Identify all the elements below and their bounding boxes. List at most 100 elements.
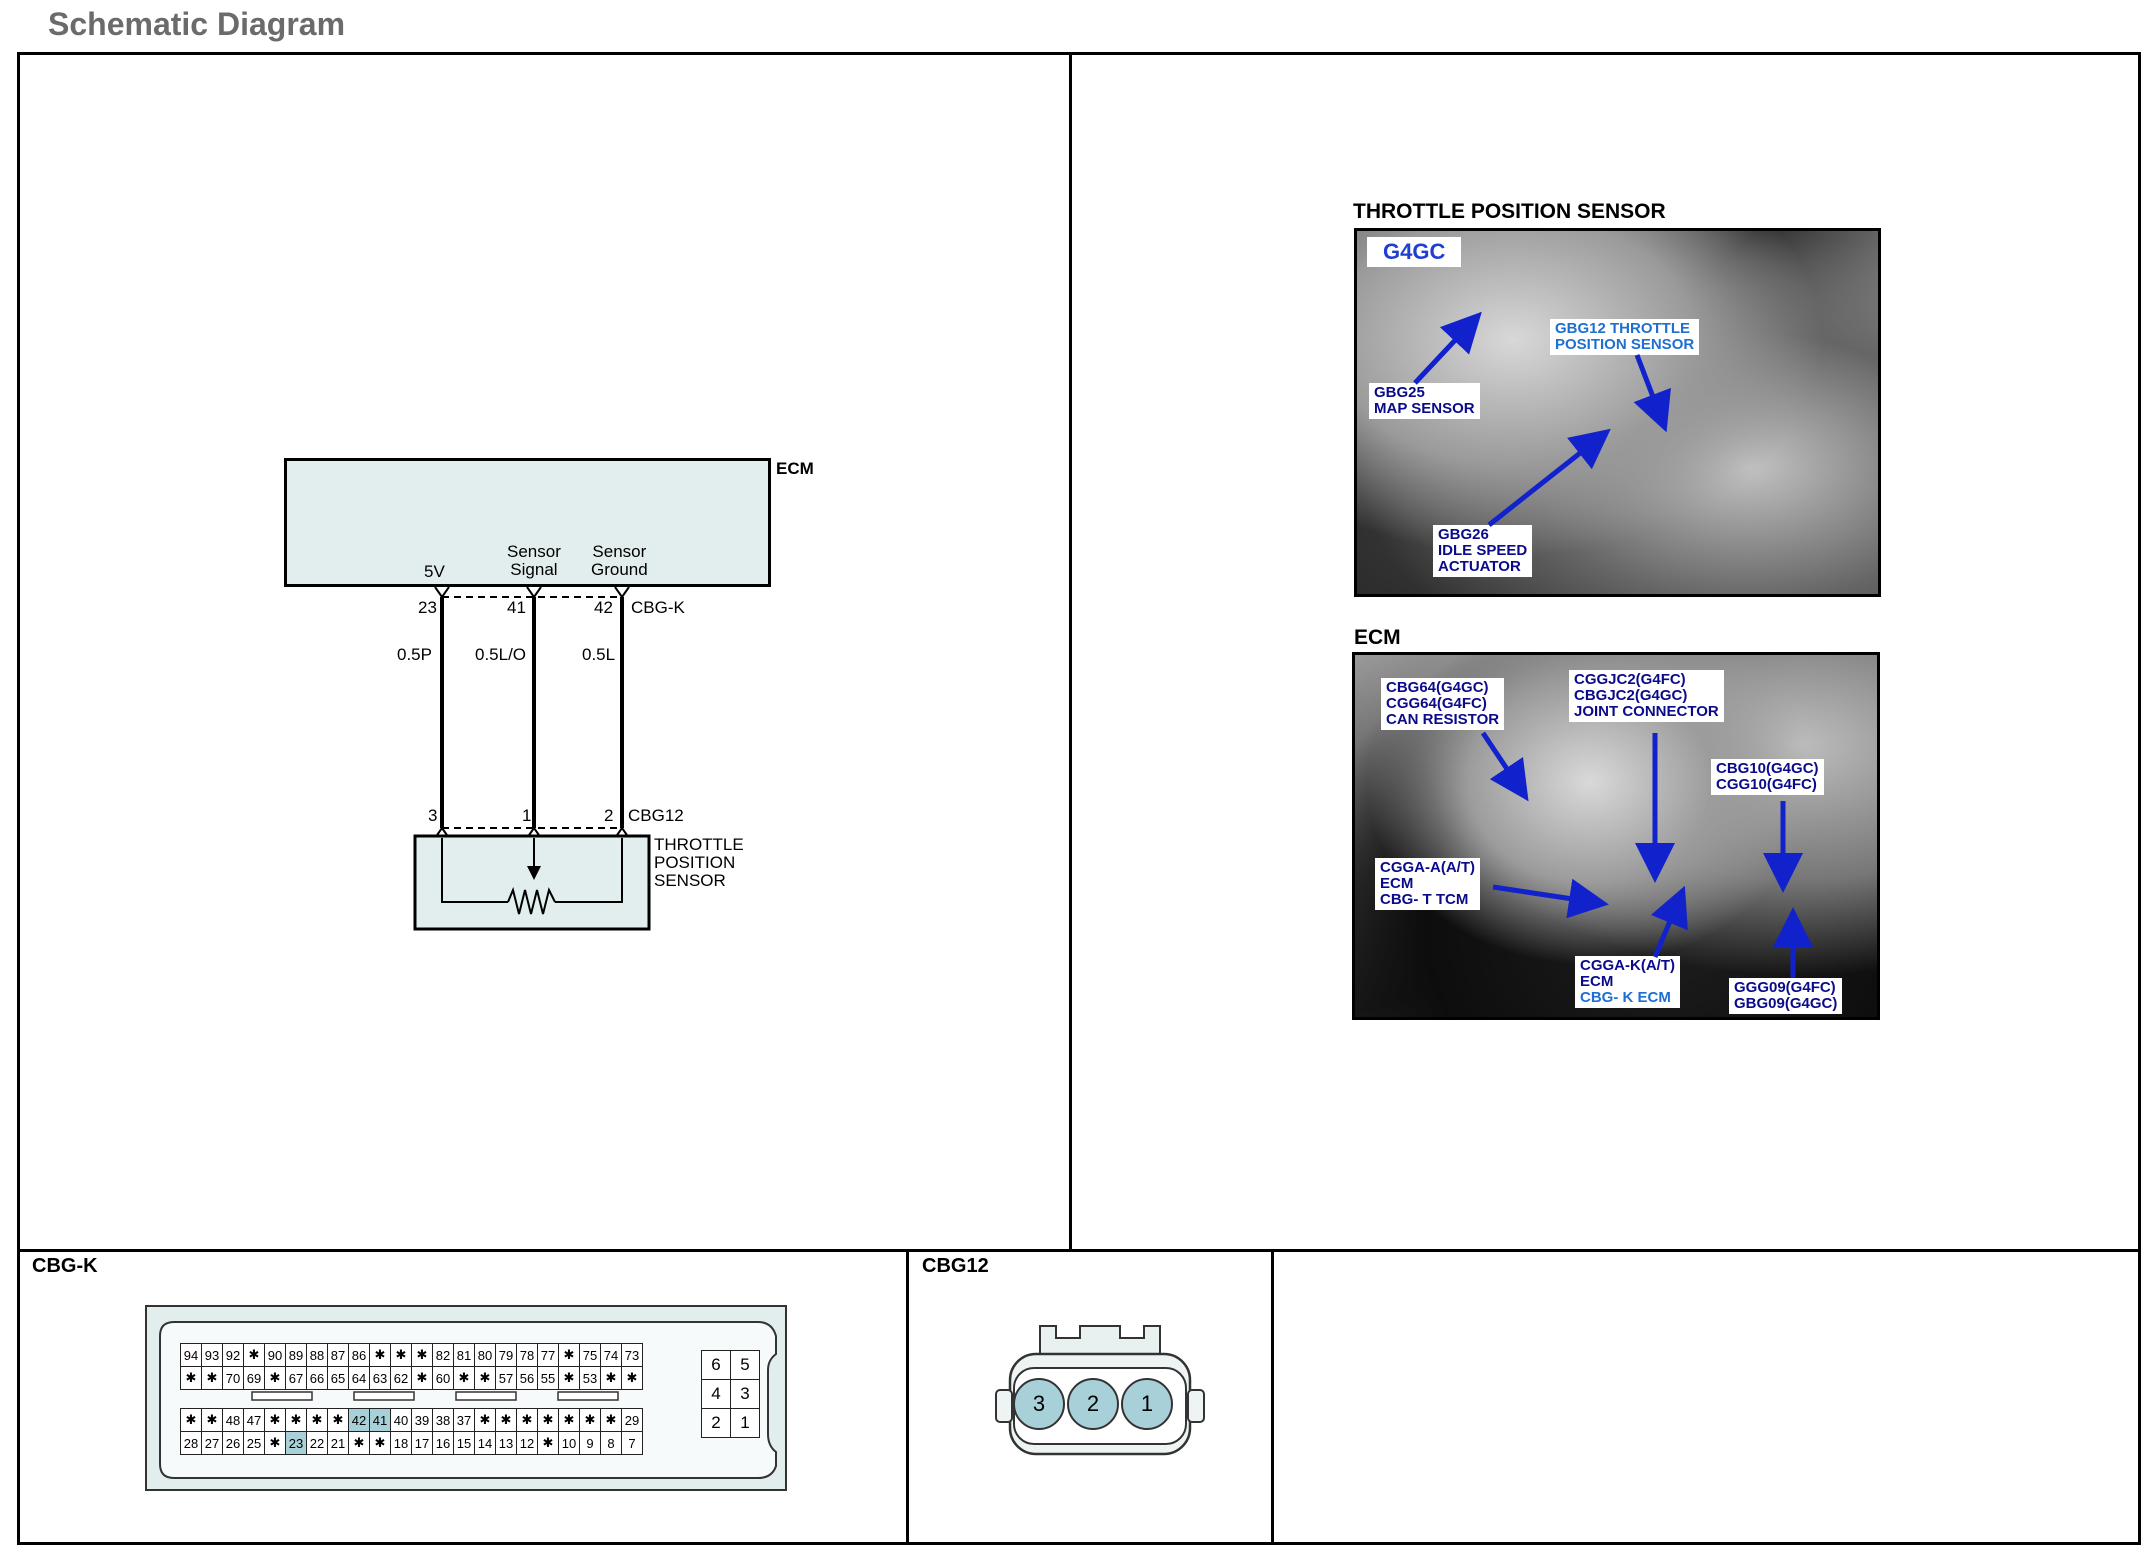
callout-gbg12: GBG12 THROTTLE POSITION SENSOR: [1550, 319, 1700, 355]
pin-cell: 48: [222, 1408, 244, 1432]
pin-cell: 7: [621, 1431, 643, 1455]
arrow-cgga-k: [1650, 885, 1688, 958]
pin-cell: 37: [453, 1408, 475, 1432]
callout-joint-connector: CGGJC2(G4FC) CBGJC2(G4GC) JOINT CONNECTO…: [1569, 670, 1724, 722]
cbg12-title: CBG12: [922, 1255, 989, 1277]
pin-cell: ✱: [264, 1431, 286, 1455]
pin-row-gap: [181, 1390, 643, 1409]
pin-cell: ✱: [558, 1408, 580, 1432]
pin-cell: 22: [306, 1431, 328, 1455]
page-title: Schematic Diagram: [48, 6, 346, 42]
pin-cell: ✱: [621, 1366, 643, 1390]
pin-cell: 78: [516, 1343, 538, 1367]
cbgk-title: CBG-K: [32, 1255, 98, 1277]
pin-cell: ✱: [579, 1408, 601, 1432]
callout-gbg25: GBG25 MAP SENSOR: [1369, 383, 1480, 419]
pin-cell: 80: [474, 1343, 496, 1367]
sensor-connector-label: CBG12: [628, 806, 684, 825]
side-pin-cell: 2: [701, 1408, 731, 1438]
pin-cell: 21: [327, 1431, 349, 1455]
ecm-label: ECM: [776, 459, 814, 478]
pin-cell: ✱: [411, 1343, 433, 1367]
pin-cell: 88: [306, 1343, 328, 1367]
pin-cell: 79: [495, 1343, 517, 1367]
pin-cell: 55: [537, 1366, 559, 1390]
pin-cell: ✱: [348, 1431, 370, 1455]
ecm-pin-label-signal: Sensor Signal: [507, 542, 561, 579]
pin-cell: 47: [243, 1408, 265, 1432]
side-pin-cell: 4: [701, 1379, 731, 1409]
pin-cell: ✱: [474, 1366, 496, 1390]
pin-cell: 73: [621, 1343, 643, 1367]
pin-cell: 64: [348, 1366, 370, 1390]
pin-cell: 40: [390, 1408, 412, 1432]
pin-cell: 8: [600, 1431, 622, 1455]
pin-cell: 57: [495, 1366, 517, 1390]
arrow-map-sensor: [1413, 311, 1482, 385]
pin-cell: 63: [369, 1366, 391, 1390]
wiper-arrow: [527, 866, 541, 880]
pin-cell: 39: [411, 1408, 433, 1432]
pin-cell: ✱: [558, 1366, 580, 1390]
pin-cell: 92: [222, 1343, 244, 1367]
ecm-box: [284, 458, 771, 587]
sensor-internal: [441, 838, 623, 915]
pin-cell: 53: [579, 1366, 601, 1390]
pin-cell: 14: [474, 1431, 496, 1455]
pin-cell: 70: [222, 1366, 244, 1390]
pin-cell: 10: [558, 1431, 580, 1455]
pin-cell: ✱: [474, 1408, 496, 1432]
pin-cell: 38: [432, 1408, 454, 1432]
pin-cell: ✱: [600, 1408, 622, 1432]
pin-cell: 94: [180, 1343, 202, 1367]
pin-cell: 13: [495, 1431, 517, 1455]
tps-photo-title: THROTTLE POSITION SENSOR: [1353, 200, 1666, 223]
pin-cell: 15: [453, 1431, 475, 1455]
pin-cell: 93: [201, 1343, 223, 1367]
wire-label-0.5l: 0.5L: [582, 645, 616, 664]
ecm-connector-label: CBG-K: [631, 598, 685, 617]
pin-cell: ✱: [180, 1408, 202, 1432]
sensor-box: [413, 834, 651, 931]
cbg12-pin-3: 3: [1013, 1378, 1065, 1430]
pin-cell: 41: [369, 1408, 391, 1432]
wire-label-0.5l-o: 0.5L/O: [475, 645, 527, 664]
cbg12-pin-1: 1: [1121, 1378, 1173, 1430]
arrow-cgga-a: [1492, 878, 1609, 919]
pin-cell: 27: [201, 1431, 223, 1455]
bottom-divider-1: [906, 1250, 909, 1544]
callout-gbg26: GBG26 IDLE SPEED ACTUATOR: [1433, 525, 1533, 577]
pin-cell: ✱: [495, 1408, 517, 1432]
ecm-pin-42: 42: [594, 598, 613, 617]
pin-cell: 17: [411, 1431, 433, 1455]
pin-cell: 75: [579, 1343, 601, 1367]
pin-cell: 87: [327, 1343, 349, 1367]
pin-cell: ✱: [390, 1343, 412, 1367]
side-pin-cell: 6: [701, 1350, 731, 1380]
sensor-pin-1: 1: [522, 806, 532, 825]
ecm-photo-title: ECM: [1354, 626, 1401, 649]
pin-cell: 60: [432, 1366, 454, 1390]
pin-cell: 9: [579, 1431, 601, 1455]
ecm-pin-label-5v: 5V: [424, 562, 445, 581]
pin-cell: 77: [537, 1343, 559, 1367]
pin-cell: ✱: [411, 1366, 433, 1390]
pin-cell: 66: [306, 1366, 328, 1390]
cbg12-pin-row: 3 2 1: [1013, 1378, 1173, 1430]
callout-cgga-a: CGGA-A(A/T) ECM CBG- T TCM: [1375, 858, 1480, 910]
ecm-photo: CBG64(G4GC) CGG64(G4FC) CAN RESISTOR CGG…: [1352, 652, 1880, 1020]
pin-cell: 56: [516, 1366, 538, 1390]
pin-cell: 82: [432, 1343, 454, 1367]
schematic-wiring: [413, 586, 651, 931]
wires: [440, 597, 624, 828]
arrow-isa: [1487, 428, 1611, 527]
arrow-tps: [1633, 354, 1671, 433]
ecm-pin-label-ground: Sensor Ground: [591, 542, 648, 579]
